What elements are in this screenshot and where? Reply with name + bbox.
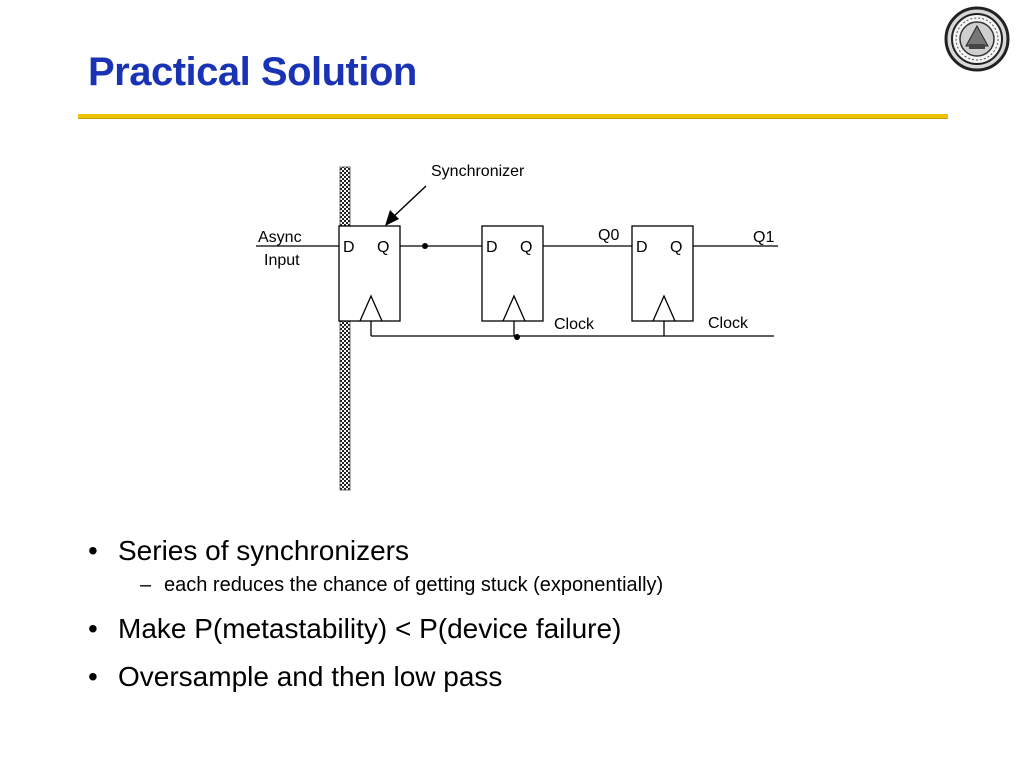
flipflop-1: D Q bbox=[338, 225, 401, 322]
input-label: Input bbox=[264, 252, 300, 269]
flipflop-1-d-label: D bbox=[343, 239, 355, 256]
university-seal-icon bbox=[944, 6, 1010, 72]
slide-title: Practical Solution bbox=[88, 50, 417, 94]
bullet-marker: • bbox=[88, 535, 98, 566]
flipflop-3: D Q bbox=[631, 225, 694, 322]
sub-bullet-text: each reduces the chance of getting stuck… bbox=[164, 574, 664, 596]
synchronizer-label: Synchronizer bbox=[431, 163, 525, 180]
clock-label-1: Clock bbox=[554, 316, 595, 333]
bullet-text: Make P(metastability) < P(device failure… bbox=[118, 613, 622, 644]
clock-domain-boundary bbox=[339, 166, 351, 491]
bullet-marker: • bbox=[88, 661, 98, 692]
clock-junction-dot bbox=[514, 334, 520, 340]
q0-label: Q0 bbox=[598, 227, 619, 244]
bullet-item: • Make P(metastability) < P(device failu… bbox=[88, 612, 968, 646]
bullet-list: • Series of synchronizers – each reduces… bbox=[88, 534, 968, 708]
bullet-marker: • bbox=[88, 613, 98, 644]
title-divider bbox=[78, 114, 948, 119]
sub-bullet-marker: – bbox=[140, 574, 152, 596]
async-label: Async bbox=[258, 229, 302, 246]
flipflop-2-q-label: Q bbox=[520, 239, 532, 256]
bullet-text: Series of synchronizers bbox=[118, 535, 410, 566]
bullet-item: • Oversample and then low pass bbox=[88, 660, 968, 694]
flipflop-1-q-label: Q bbox=[377, 239, 389, 256]
flipflop-2: D Q bbox=[481, 225, 544, 322]
bullet-item: • Series of synchronizers bbox=[88, 534, 968, 568]
junction-dot bbox=[422, 243, 428, 249]
flipflop-2-d-label: D bbox=[486, 239, 498, 256]
flipflop-3-q-label: Q bbox=[670, 239, 682, 256]
synchronizer-arrow bbox=[385, 185, 427, 226]
q1-label: Q1 bbox=[753, 229, 774, 246]
bullet-text: Oversample and then low pass bbox=[118, 661, 503, 692]
clock-label-2: Clock bbox=[708, 315, 749, 332]
flipflop-3-d-label: D bbox=[636, 239, 648, 256]
sub-bullet-item: – each reduces the chance of getting stu… bbox=[88, 572, 968, 598]
clock-wire bbox=[370, 321, 774, 337]
